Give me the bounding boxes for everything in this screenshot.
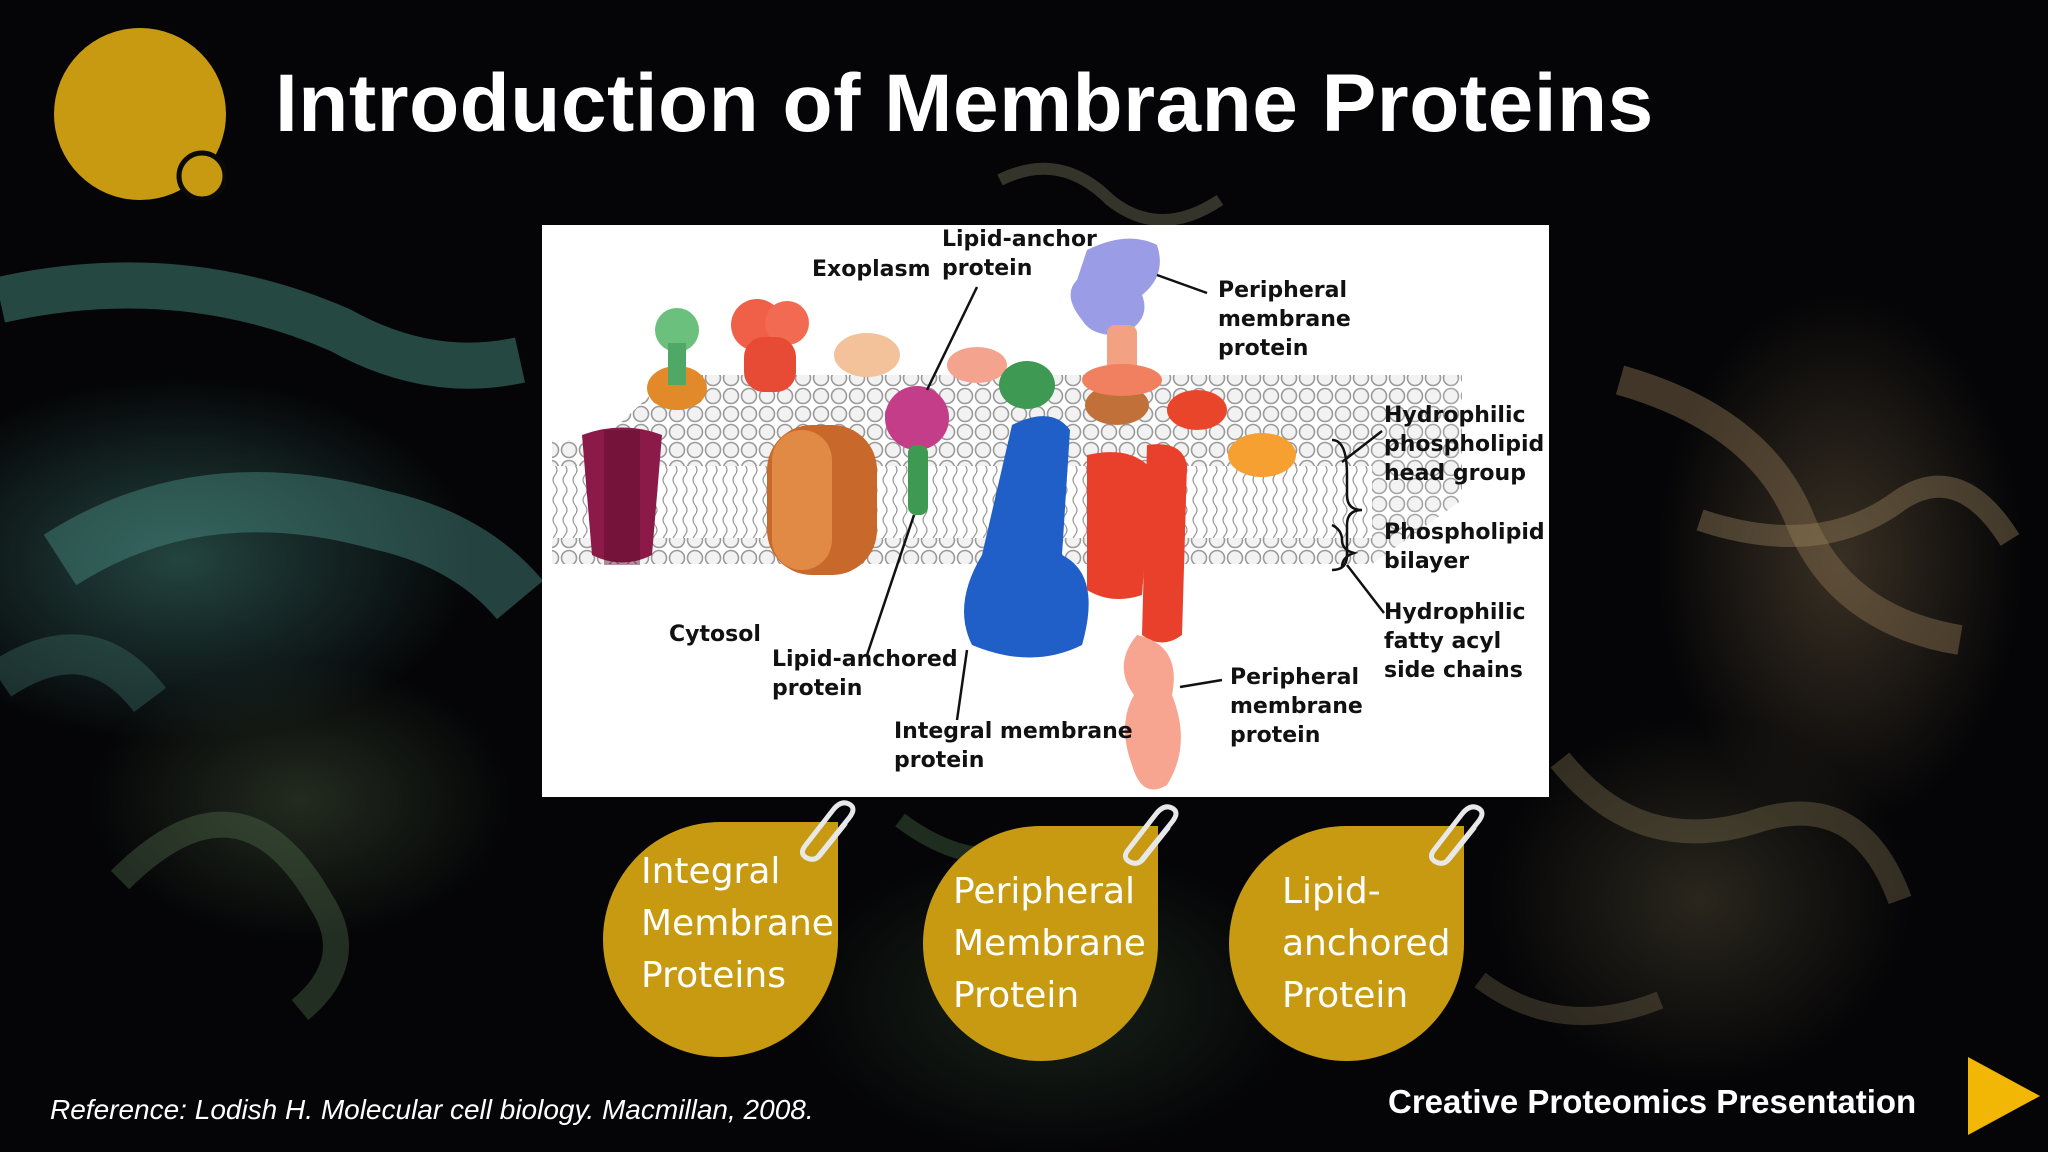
paperclip-icon [1122,804,1179,866]
paperclip-icon [1428,804,1485,866]
logo-circle-icon [54,28,226,200]
label-bilayer: Phospholipid bilayer [1384,520,1545,574]
badge-integral-label: Integral Membrane Proteins [641,851,834,996]
play-triangle-icon[interactable] [1962,1053,2042,1139]
badge-peripheral[interactable] [923,826,1158,1061]
slide-title: Introduction of Membrane Proteins [275,58,1654,149]
label-lipid-anchor-protein: Lipid-anchor protein [942,227,1097,281]
label-peripheral-bottom: Peripheral membrane protein [1230,665,1363,748]
membrane-illustration [552,238,1462,790]
reference-text: Reference: Lodish H. Molecular cell biol… [50,1094,814,1125]
label-integral: Integral membrane protein [894,719,1133,773]
label-cytosol: Cytosol [669,622,761,647]
badge-peripheral-label: Peripheral Membrane Protein [953,871,1146,1016]
badge-lipid-anchored-label: Lipid- anchored Protein [1282,871,1451,1016]
badge-lipid-anchored[interactable] [1229,826,1464,1061]
membrane-diagram: Exoplasm Lipid-anchor protein Peripheral… [542,225,1549,797]
label-peripheral-top: Peripheral membrane protein [1218,278,1351,361]
badge-integral[interactable] [603,822,838,1057]
paperclip-icon [799,800,856,862]
label-exoplasm: Exoplasm [812,257,931,282]
brand-text: Creative Proteomics Presentation [1388,1083,1917,1120]
label-hydrophilic-head: Hydrophilic phospholipid head group [1384,403,1545,486]
label-hydrophilic-chains: Hydrophilic fatty acyl side chains [1384,600,1526,683]
label-lipid-anchored: Lipid-anchored protein [772,647,958,701]
